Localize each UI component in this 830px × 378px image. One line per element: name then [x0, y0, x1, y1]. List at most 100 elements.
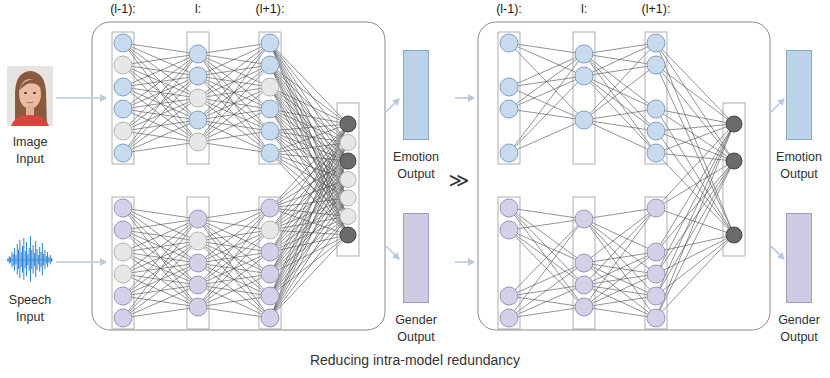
neuron: [340, 172, 356, 188]
neuron: [189, 210, 207, 228]
layer-frame: [259, 32, 281, 164]
neuron: [261, 265, 279, 283]
wave-stroke: [26, 242, 27, 276]
layer-frame: [112, 32, 134, 164]
speech-waveform: [6, 234, 54, 286]
layer-frame: [187, 197, 209, 329]
neuron: [114, 56, 132, 74]
image-input: Image Input: [2, 66, 58, 168]
layer-label: (l+1):: [642, 2, 671, 16]
output-bar: [786, 50, 812, 140]
neuron: [500, 287, 518, 305]
weight-line: [656, 124, 734, 318]
model-panel: [478, 22, 770, 330]
neuron: [575, 276, 593, 294]
neuron: [189, 111, 207, 129]
wave-stroke: [35, 241, 36, 277]
neuron: [575, 210, 593, 228]
neuron: [114, 265, 132, 283]
neuron: [647, 56, 665, 74]
output-bar: [403, 213, 429, 303]
neuron: [189, 89, 207, 107]
neuron: [189, 67, 207, 85]
layer-frame: [645, 197, 667, 329]
neuron: [261, 287, 279, 305]
weight-line: [270, 180, 348, 231]
weight-line: [270, 161, 348, 318]
neuron: [114, 100, 132, 118]
output-vector: Gender Output: [771, 213, 827, 346]
wave-axis: [7, 260, 53, 261]
speech-input: Speech Input: [2, 234, 58, 326]
neuron: [647, 287, 665, 305]
neuron: [114, 78, 132, 96]
neuron: [189, 133, 207, 151]
neuron: [114, 34, 132, 52]
wave-stroke: [19, 240, 20, 278]
neuron: [500, 309, 518, 327]
weight-line: [270, 109, 348, 143]
output-vector: Emotion Output: [771, 50, 827, 183]
layer-frame: [498, 197, 520, 329]
neuron: [189, 254, 207, 272]
weight-line: [656, 161, 734, 296]
neuron: [726, 153, 742, 169]
wave-stroke: [14, 248, 15, 271]
neuron: [261, 199, 279, 217]
neuron: [726, 227, 742, 243]
neuron: [261, 221, 279, 239]
weight-line: [656, 124, 734, 252]
neuron: [261, 78, 279, 96]
wave-stroke: [44, 250, 45, 269]
neuron: [340, 227, 356, 243]
node-label: Gender Output: [387, 312, 445, 346]
network-part: [11, 115, 49, 126]
weight-line: [270, 143, 348, 231]
weight-line: [656, 153, 734, 161]
node-label: Gender Output: [771, 312, 827, 346]
neuron: [189, 276, 207, 294]
weight-line: [270, 124, 348, 318]
weight-line: [656, 161, 734, 252]
weight-line: [656, 124, 734, 208]
wave-stroke: [23, 238, 24, 280]
neuron: [340, 116, 356, 132]
weight-line: [656, 109, 734, 235]
weight-line: [270, 124, 348, 274]
neuron: [261, 309, 279, 327]
weight-line: [270, 180, 348, 319]
weight-line: [270, 180, 348, 275]
weight-line: [656, 65, 734, 124]
neuron: [340, 135, 356, 151]
layer-frame: [259, 197, 281, 329]
neuron: [189, 45, 207, 63]
neuron: [114, 287, 132, 305]
weight-line: [270, 124, 348, 252]
wave-stroke: [39, 247, 40, 272]
weight-line: [656, 235, 734, 318]
neuron: [500, 34, 518, 52]
layer-frame: [112, 197, 134, 329]
neuron: [261, 243, 279, 261]
weight-line: [656, 124, 734, 131]
neuron: [114, 221, 132, 239]
weight-line: [270, 198, 348, 296]
neuron: [114, 144, 132, 162]
layer-frame: [337, 103, 359, 256]
weight-line: [270, 65, 348, 124]
neuron: [647, 122, 665, 140]
weight-line: [270, 161, 348, 252]
output-vector: Emotion Output: [387, 50, 445, 183]
node-label: Image Input: [2, 134, 58, 168]
wave-stroke: [17, 244, 18, 274]
neuron: [189, 298, 207, 316]
neuron: [114, 199, 132, 217]
network-part: [7, 66, 53, 126]
wave-stroke: [33, 245, 34, 274]
neuron: [575, 67, 593, 85]
weight-line: [270, 124, 348, 153]
neuron: [261, 100, 279, 118]
network-part: [26, 106, 34, 116]
layer-label: (l-1):: [496, 2, 522, 16]
neuron: [261, 34, 279, 52]
